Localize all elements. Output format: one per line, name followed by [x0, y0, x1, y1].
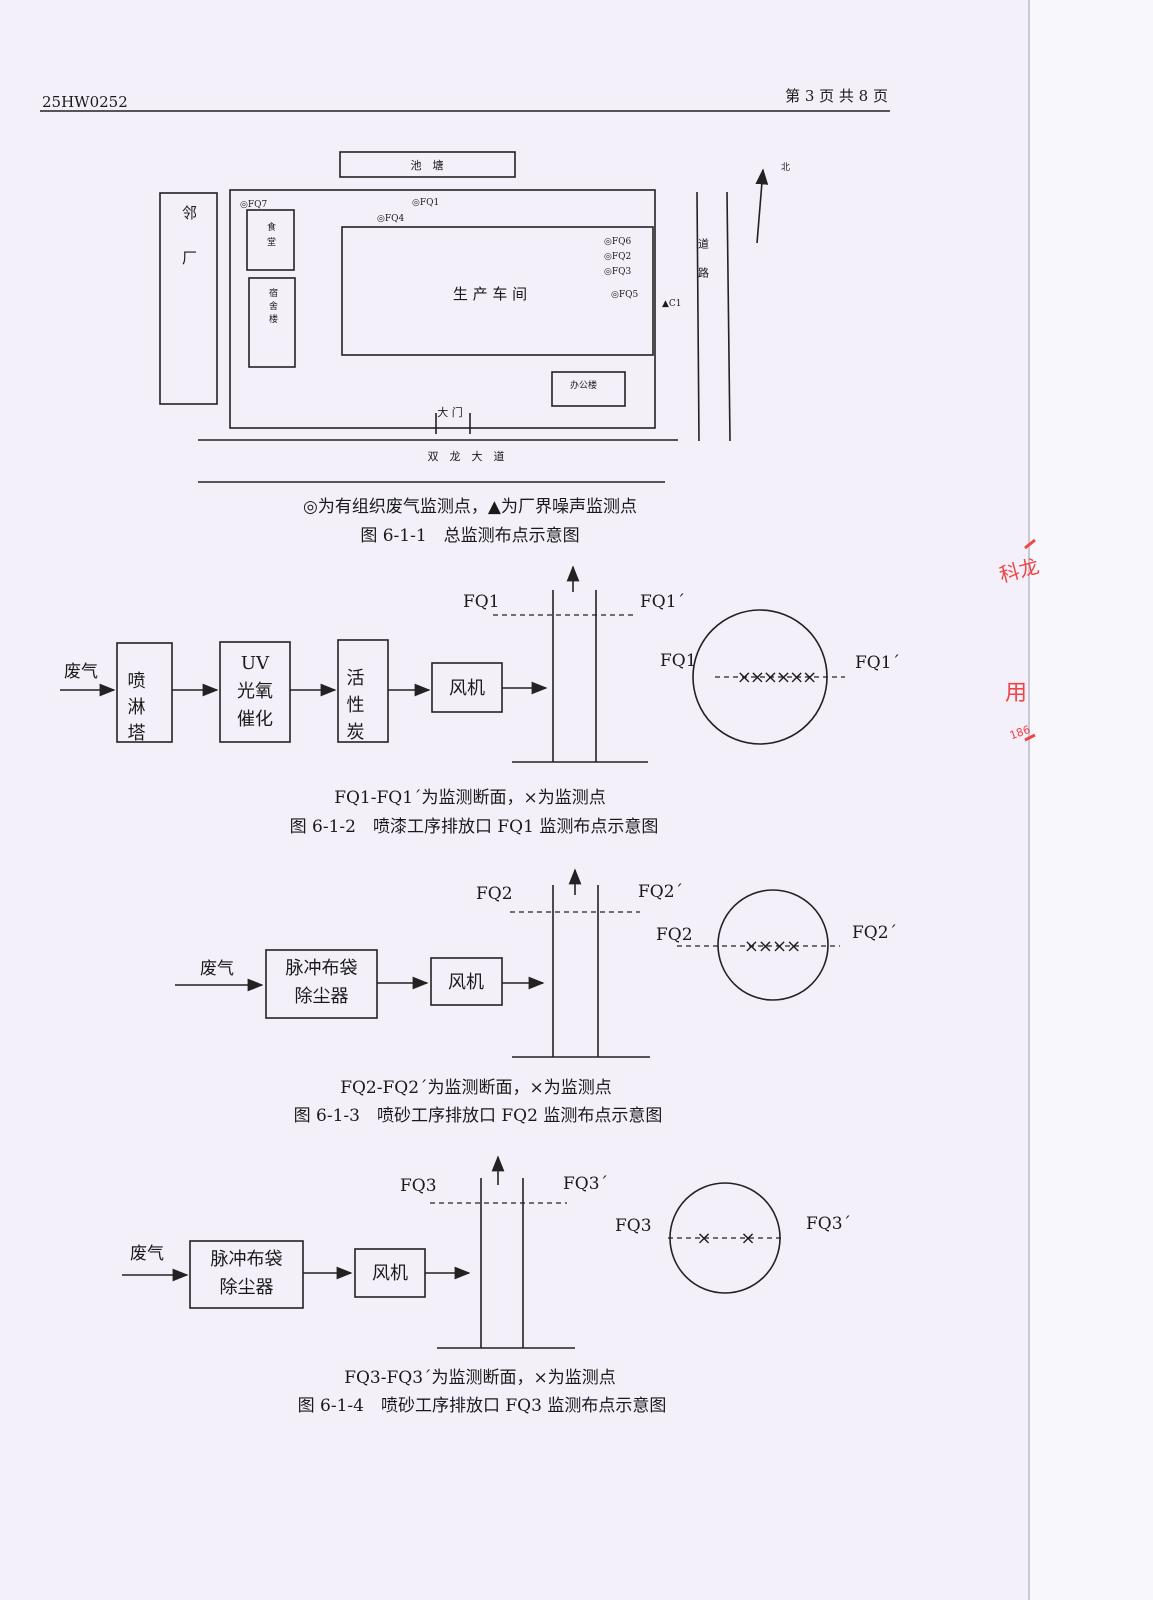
monitor-point-fq7: ◎FQ7: [240, 200, 267, 210]
monitoring-points: ××××: [744, 936, 800, 957]
fq1-process-diagram: 废气 喷淋塔 UV光氧催化 活性炭 风机 FQ1 FQ1´ ×××××× FQ1…: [60, 565, 900, 837]
legend-text: ◎为有组织废气监测点，▲为厂界噪声监测点: [303, 497, 637, 517]
circle-right-label: FQ2´: [852, 923, 897, 943]
bag-filter-label: 脉冲布袋除尘器: [285, 958, 358, 1007]
monitor-point-fq1: ◎FQ1: [412, 198, 439, 208]
pond-label: 池 塘: [411, 158, 444, 172]
figure-caption: 图 6-1-2 喷漆工序排放口 FQ1 监测布点示意图: [290, 817, 659, 837]
fq3-process-diagram: 废气 脉冲布袋除尘器 风机 FQ3 FQ3´ × × FQ3 FQ3´ FQ3-…: [122, 1155, 851, 1416]
road-line-right: [726, 191, 731, 442]
dorm-label: 宿舍楼: [267, 287, 278, 327]
activated-carbon-label: 活性炭: [344, 668, 365, 749]
svg-text:用: 用: [1005, 681, 1027, 706]
circle-right-label: FQ1´: [855, 653, 900, 673]
site-boundary: [229, 189, 656, 429]
uv-photo-oxidation-box: [219, 641, 291, 743]
pond-box: [339, 151, 516, 178]
activated-carbon-box: [337, 639, 389, 743]
note-text: FQ2-FQ2´为监测断面，×为监测点: [340, 1078, 612, 1098]
circle-right-label: FQ3´: [806, 1214, 851, 1234]
monitor-point-fq4: ◎FQ4: [377, 214, 404, 224]
figure-caption: 图 6-1-1 总监测布点示意图: [360, 526, 579, 546]
figure-caption: 图 6-1-4 喷砂工序排放口 FQ3 监测布点示意图: [298, 1396, 667, 1416]
input-label: 废气: [130, 1244, 164, 1264]
input-label: 废气: [200, 959, 234, 979]
bag-filter-label: 脉冲布袋除尘器: [210, 1249, 283, 1298]
bag-filter-box: [265, 949, 378, 1019]
section-right-label: FQ2´: [638, 882, 683, 902]
spray-tower-label: 喷淋塔: [125, 671, 146, 749]
noise-point-c1: ▲C1: [662, 299, 682, 309]
fan-box: [430, 957, 503, 1006]
section-left-label: FQ1: [463, 592, 500, 612]
circle-left-label: FQ2: [656, 925, 693, 945]
canteen-label: 食堂: [265, 221, 276, 252]
dorm-box: [248, 277, 296, 368]
monitor-point-fq3: ◎FQ3: [604, 267, 631, 277]
circle-left-label: FQ3: [615, 1216, 652, 1236]
section-right-label: FQ1´: [640, 592, 685, 612]
fq2-process-diagram: 废气 脉冲布袋除尘器 风机 FQ2 FQ2´ ×××× FQ2 FQ2´ FQ2…: [175, 868, 897, 1126]
figure-caption: 图 6-1-3 喷砂工序排放口 FQ2 监测布点示意图: [294, 1106, 663, 1126]
fan-label: 风机: [448, 972, 484, 993]
avenue-label: 双 龙 大 道: [428, 449, 505, 463]
monitor-point-fq6: ◎FQ6: [604, 237, 631, 247]
north-label: 北: [781, 162, 790, 173]
bag-filter-box: [189, 1240, 304, 1309]
monitor-point-fq5: ◎FQ5: [611, 290, 638, 300]
monitoring-point: ×: [696, 1228, 711, 1249]
canteen-box: [246, 209, 295, 271]
road-label: 道路: [697, 237, 710, 296]
neighbor-factory-label: 邻厂: [180, 205, 198, 295]
circle-left-label: FQ1: [660, 651, 697, 671]
fan-label: 风机: [372, 1263, 408, 1284]
svg-text:科龙: 科龙: [997, 554, 1042, 588]
page-number: 第 3 页 共 8 页: [785, 87, 888, 105]
neighbor-factory-box: [159, 192, 218, 405]
note-text: FQ1-FQ1´为监测断面，×为监测点: [334, 788, 606, 808]
input-label: 废气: [64, 662, 98, 682]
gate-label: 大 门: [437, 405, 463, 419]
monitoring-point: ×: [740, 1228, 755, 1249]
office-label: 办公楼: [570, 379, 597, 391]
doc-id: 25HW0252: [42, 93, 128, 111]
section-left-label: FQ2: [476, 884, 513, 904]
section-right-label: FQ3´: [563, 1174, 608, 1194]
page-edge: [1028, 0, 1153, 1600]
spray-tower-box: [116, 642, 173, 743]
workshop-box: [341, 226, 654, 356]
road-line-left: [696, 191, 700, 442]
site-layout-diagram: 池 塘 邻厂 食堂 宿舍楼 生 产 车 间 办公楼 ◎FQ7 ◎FQ1 ◎FQ4…: [159, 151, 790, 546]
office-box: [551, 371, 626, 407]
note-text: FQ3-FQ3´为监测断面，×为监测点: [344, 1368, 616, 1388]
monitoring-points: ××××××: [737, 667, 816, 688]
section-left-label: FQ3: [400, 1176, 437, 1196]
uv-photo-oxidation-label: UV光氧催化: [237, 653, 273, 730]
seal-stamp: 科龙 用 186: [997, 538, 1042, 742]
monitor-point-fq2: ◎FQ2: [604, 252, 631, 262]
cross-section-circle: [717, 889, 829, 1001]
fan-label: 风机: [449, 678, 485, 699]
north-arrow-icon: [755, 168, 769, 244]
workshop-label: 生 产 车 间: [453, 285, 527, 303]
